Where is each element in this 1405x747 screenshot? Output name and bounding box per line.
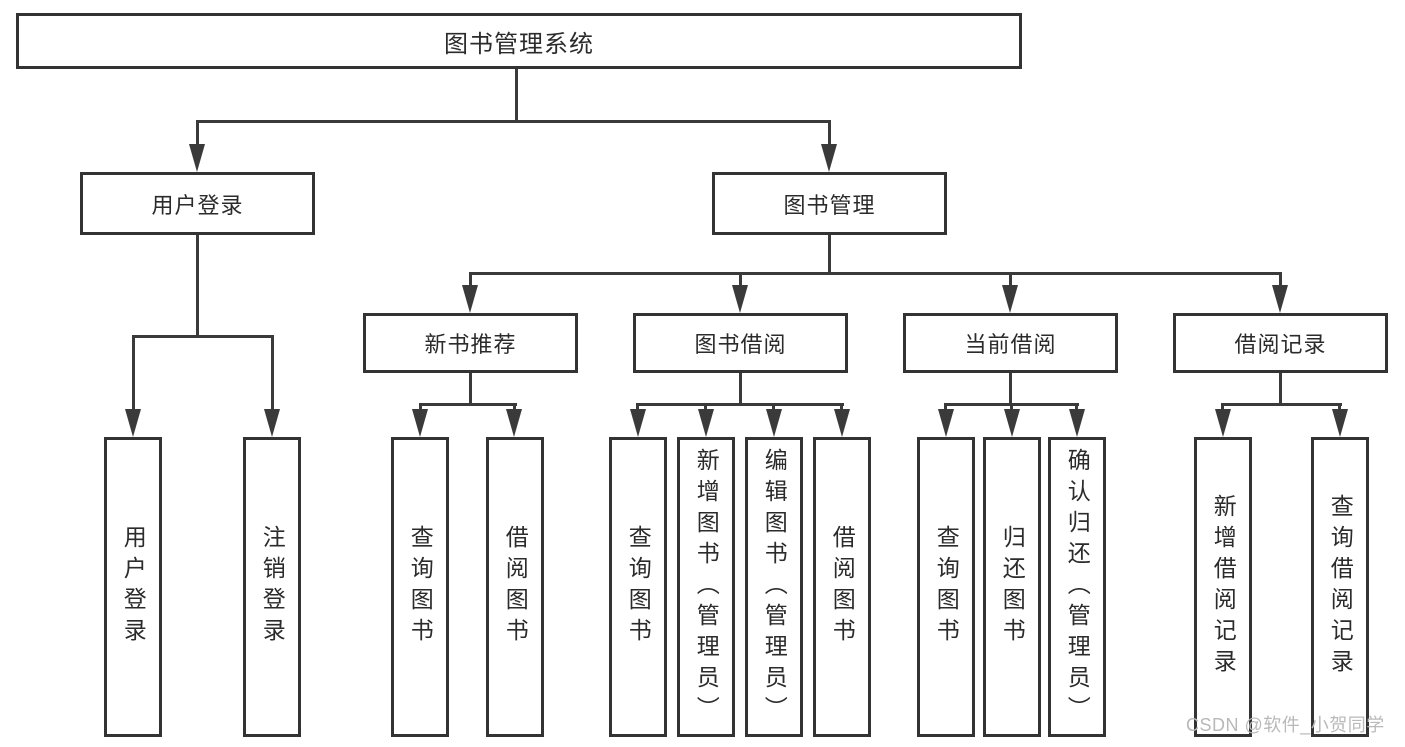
leaf-borrow-edit-books-admin-label: 编辑图书（管理员） xyxy=(761,447,788,727)
watermark: CSDN @软件_小贺同学 xyxy=(1186,715,1385,735)
connector-newbooks-down xyxy=(469,373,472,405)
leaf-current-confirm-return-admin: 确认归还（管理员） xyxy=(1048,437,1106,737)
node-user-login-label: 用户登录 xyxy=(151,192,244,218)
leaf-borrow-edit-books-admin: 编辑图书（管理员） xyxy=(745,437,803,737)
arrowhead-down-icon xyxy=(1002,285,1018,313)
arrowhead-down-icon xyxy=(821,144,837,172)
connector-userlogin-bar xyxy=(132,335,274,338)
connector-newbooks-bar xyxy=(419,403,517,406)
connector-leaf-stem xyxy=(636,403,639,411)
connector-leaf-stem xyxy=(1075,403,1078,411)
connector-logout-leaf-stem xyxy=(271,335,274,411)
connector-root-stem xyxy=(515,69,518,121)
connector-borrowrecords-stem xyxy=(1279,272,1282,287)
connector-root-bar xyxy=(196,120,830,123)
leaf-newbooks-borrow-books-label: 借阅图书 xyxy=(502,525,529,649)
node-root-label: 图书管理系统 xyxy=(444,30,594,58)
node-new-book-recommend: 新书推荐 xyxy=(363,313,578,373)
arrowhead-down-icon xyxy=(698,409,714,437)
arrowhead-down-icon xyxy=(938,409,954,437)
leaf-borrow-add-books-admin-label: 新增图书（管理员） xyxy=(693,447,720,727)
leaf-user-login-label: 用户登录 xyxy=(120,525,147,649)
leaf-current-confirm-return-admin-label: 确认归还（管理员） xyxy=(1064,447,1091,727)
arrowhead-down-icon xyxy=(1272,285,1288,313)
connector-leaf-stem xyxy=(1338,403,1341,411)
connector-level3-bar xyxy=(469,272,1282,275)
connector-userlogin-stem xyxy=(196,120,199,146)
arrowhead-down-icon xyxy=(462,285,478,313)
arrowhead-down-icon xyxy=(1215,409,1231,437)
leaf-borrow-borrow-books: 借阅图书 xyxy=(813,437,871,737)
arrowhead-down-icon xyxy=(506,409,522,437)
leaf-logout-label: 注销登录 xyxy=(259,525,286,649)
connector-bookborrow-down xyxy=(739,373,742,405)
connector-currentborrow-stem xyxy=(1009,272,1012,287)
leaf-records-query-record-label: 查询借阅记录 xyxy=(1327,494,1354,680)
leaf-records-query-record: 查询借阅记录 xyxy=(1311,437,1369,737)
leaf-records-add-record: 新增借阅记录 xyxy=(1194,437,1252,737)
node-root: 图书管理系统 xyxy=(16,13,1022,69)
connector-leaf-stem xyxy=(944,403,947,411)
arrowhead-down-icon xyxy=(1004,409,1020,437)
connector-leaf-stem xyxy=(840,403,843,411)
node-book-borrow-label: 图书借阅 xyxy=(694,332,787,357)
leaf-records-add-record-label: 新增借阅记录 xyxy=(1210,494,1237,680)
arrowhead-down-icon xyxy=(732,285,748,313)
leaf-user-login: 用户登录 xyxy=(104,437,162,737)
node-borrow-records: 借阅记录 xyxy=(1173,313,1388,373)
connector-leaf-stem xyxy=(772,403,775,411)
leaf-current-query-books: 查询图书 xyxy=(917,437,975,737)
connector-leaf-stem xyxy=(1010,403,1013,411)
node-book-management: 图书管理 xyxy=(712,172,947,235)
leaf-current-return-books-label: 归还图书 xyxy=(999,525,1026,649)
connector-leaf-stem xyxy=(419,403,422,411)
node-current-borrow-label: 当前借阅 xyxy=(964,332,1057,357)
connector-newbooks-stem xyxy=(469,272,472,287)
leaf-current-query-books-label: 查询图书 xyxy=(933,525,960,649)
leaf-borrow-query-books-label: 查询图书 xyxy=(625,525,652,649)
connector-leaf-stem xyxy=(704,403,707,411)
connector-bookmgmt-stem xyxy=(828,120,831,146)
leaf-newbooks-borrow-books: 借阅图书 xyxy=(486,437,544,737)
leaf-current-return-books: 归还图书 xyxy=(983,437,1041,737)
leaf-borrow-query-books: 查询图书 xyxy=(609,437,667,737)
arrowhead-down-icon xyxy=(189,144,205,172)
node-user-login: 用户登录 xyxy=(80,172,315,235)
node-book-management-label: 图书管理 xyxy=(783,192,876,218)
leaf-newbooks-query-books-label: 查询图书 xyxy=(407,525,434,649)
arrowhead-down-icon xyxy=(834,409,850,437)
arrowhead-down-icon xyxy=(264,409,280,437)
arrowhead-down-icon xyxy=(1332,409,1348,437)
connector-currentborrow-down xyxy=(1009,373,1012,405)
connector-borrowrecords-bar xyxy=(1222,403,1342,406)
arrowhead-down-icon xyxy=(412,409,428,437)
connector-login-leaf-stem xyxy=(132,335,135,411)
arrowhead-down-icon xyxy=(766,409,782,437)
connector-bookborrow-bar xyxy=(637,403,844,406)
leaf-borrow-add-books-admin: 新增图书（管理员） xyxy=(677,437,735,737)
connector-borrowrecords-down xyxy=(1279,373,1282,405)
arrowhead-down-icon xyxy=(1069,409,1085,437)
node-current-borrow: 当前借阅 xyxy=(903,313,1118,373)
node-borrow-records-label: 借阅记录 xyxy=(1234,332,1327,357)
connector-userlogin-down xyxy=(196,235,199,337)
node-new-book-recommend-label: 新书推荐 xyxy=(424,332,517,357)
arrowhead-down-icon xyxy=(630,409,646,437)
leaf-logout: 注销登录 xyxy=(243,437,301,737)
leaf-newbooks-query-books: 查询图书 xyxy=(391,437,449,737)
leaf-borrow-borrow-books-label: 借阅图书 xyxy=(829,525,856,649)
connector-leaf-stem xyxy=(513,403,516,411)
connector-leaf-stem xyxy=(1221,403,1224,411)
connector-bookmgmt-down xyxy=(828,235,831,274)
connector-bookborrow-stem xyxy=(739,272,742,287)
arrowhead-down-icon xyxy=(125,409,141,437)
node-book-borrow: 图书借阅 xyxy=(633,313,848,373)
